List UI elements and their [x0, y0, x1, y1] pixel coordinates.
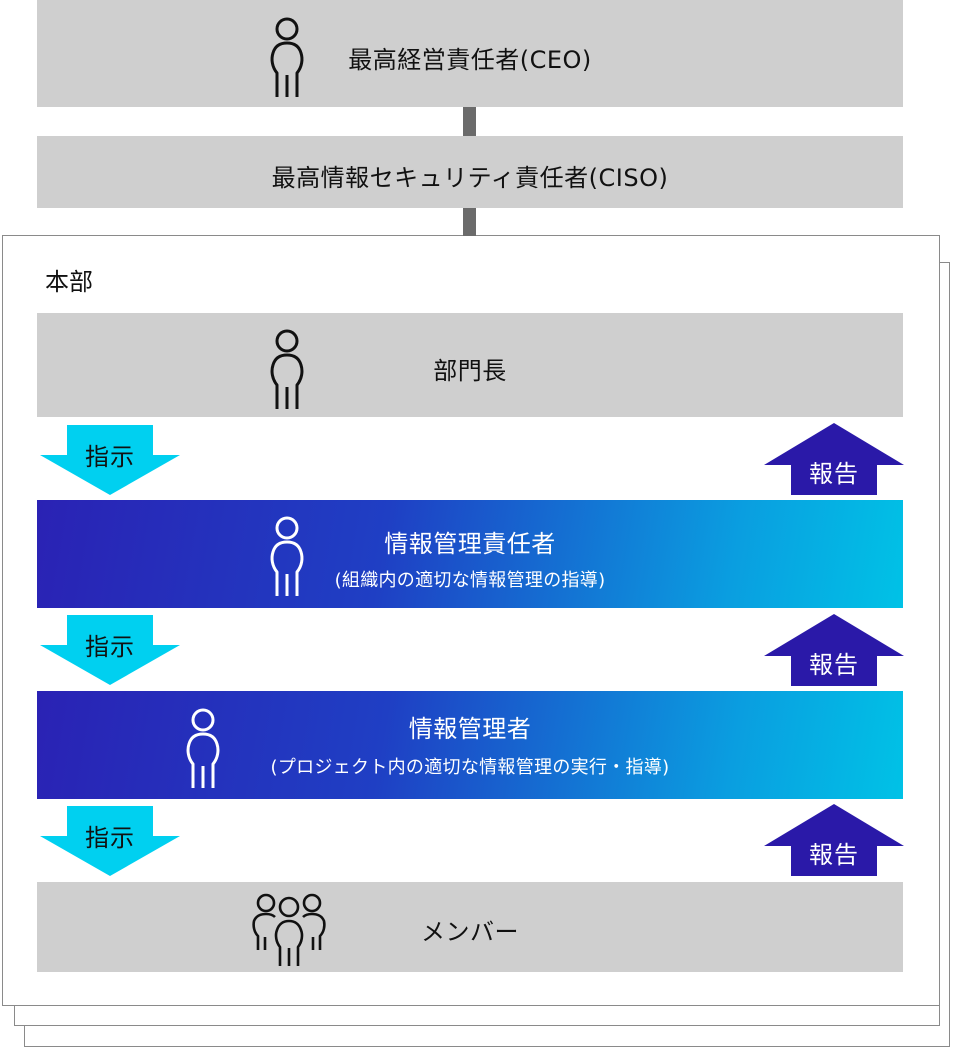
instruction-arrow: 指示 [40, 806, 180, 876]
instruction-arrow: 指示 [40, 615, 180, 685]
instruction-label: 指示 [85, 443, 135, 471]
info-manager-subtitle: (プロジェクト内の適切な情報管理の実行・指導) [270, 757, 670, 778]
connector [463, 107, 476, 136]
instruction-arrow: 指示 [40, 425, 180, 495]
report-label: 報告 [809, 841, 859, 869]
report-label: 報告 [809, 460, 859, 488]
group-icon [251, 890, 327, 968]
instruction-label: 指示 [85, 824, 135, 852]
ciso-box: 最高情報セキュリティ責任者(CISO) [37, 136, 903, 208]
ciso-label: 最高情報セキュリティ責任者(CISO) [271, 164, 669, 192]
ceo-box: 最高経営責任者(CEO) [37, 0, 903, 107]
members-box: メンバー [37, 882, 903, 972]
report-arrow: 報告 [764, 614, 904, 686]
dept-head-label: 部門長 [433, 357, 507, 385]
connector [463, 208, 476, 236]
hq-label: 本部 [45, 268, 93, 296]
info-mgmt-officer-title: 情報管理責任者 [384, 530, 556, 558]
person-icon [269, 325, 305, 411]
person-icon [269, 512, 305, 598]
report-label: 報告 [809, 651, 859, 679]
report-arrow: 報告 [764, 804, 904, 876]
info-manager-box: 情報管理者 (プロジェクト内の適切な情報管理の実行・指導) [37, 691, 903, 799]
info-manager-title: 情報管理者 [408, 715, 532, 743]
members-label: メンバー [421, 918, 519, 946]
info-mgmt-officer-box: 情報管理責任者 (組織内の適切な情報管理の指導) [37, 500, 903, 608]
instruction-label: 指示 [85, 633, 135, 661]
info-mgmt-officer-subtitle: (組織内の適切な情報管理の指導) [334, 570, 606, 591]
ceo-label: 最高経営責任者(CEO) [348, 46, 592, 74]
person-icon [185, 704, 221, 790]
dept-head-box: 部門長 [37, 313, 903, 417]
person-icon [269, 13, 305, 99]
report-arrow: 報告 [764, 423, 904, 495]
